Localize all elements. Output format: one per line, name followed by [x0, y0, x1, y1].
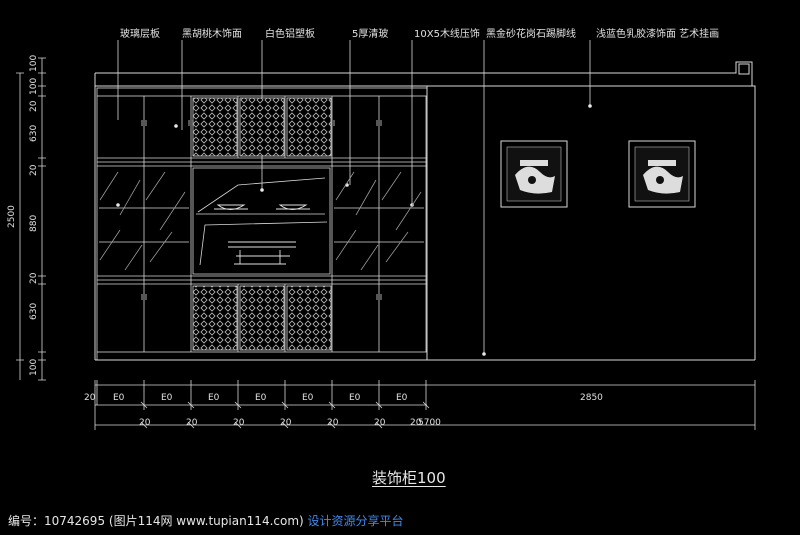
- callout-granite-skirting: 黑金砂花岗石踢脚线: [486, 27, 576, 40]
- dim-b2-1: 20: [186, 418, 198, 428]
- watermark-text: 编号：10742695 (图片114网 www.tupian114.com): [8, 514, 304, 528]
- dim-b1-6: E0: [349, 393, 361, 403]
- callout-glass-shelf: 玻璃层板: [120, 27, 160, 40]
- dim-bottom-100: 100: [29, 359, 39, 376]
- dim-880: 880: [29, 215, 39, 232]
- dim-b1-4: E0: [255, 393, 267, 403]
- dim-b2-0: 20: [139, 418, 151, 428]
- drawing-title: 装饰柜100: [372, 469, 446, 487]
- dim-overall-width: 5700: [418, 418, 441, 428]
- dim-20a: 20: [29, 100, 39, 112]
- callout-walnut-veneer: 黑胡桃木饰面: [182, 27, 242, 40]
- dim-20b: 20: [29, 164, 39, 176]
- dim-b1-1: E0: [113, 393, 125, 403]
- callout-wall-paint-art: 浅蓝色乳胶漆饰面 艺术挂画: [596, 27, 719, 40]
- watermark: 编号：10742695 (图片114网 www.tupian114.com) 设…: [8, 512, 404, 529]
- left-dimension-chain: [16, 57, 46, 381]
- dim-b2-6: 20: [410, 418, 422, 428]
- bottom-dimension-chain: [94, 380, 756, 430]
- dim-b2-2: 20: [233, 418, 245, 428]
- dim-20c: 20: [29, 272, 39, 284]
- dim-100b: 100: [29, 78, 39, 95]
- display-sword-stand: [228, 241, 296, 265]
- dim-b1-7: E0: [396, 393, 408, 403]
- callout-clear-glass: 5厚清玻: [352, 27, 388, 40]
- dim-630b: 630: [29, 303, 39, 320]
- lattice-panels: [192, 97, 332, 351]
- watermark-link[interactable]: 设计资源分享平台: [307, 514, 404, 528]
- display-bowls: [214, 204, 310, 210]
- dim-b1-3: E0: [208, 393, 220, 403]
- dim-b1-0: 20: [84, 393, 96, 403]
- art-painting-left: [500, 140, 568, 208]
- dim-b2-5: 20: [374, 418, 386, 428]
- dim-b1-8: 2850: [580, 393, 603, 403]
- callout-wood-trim: 10X5木线压饰: [414, 27, 480, 40]
- cabinet: [96, 87, 428, 361]
- dim-top-100: 100: [29, 55, 39, 72]
- dim-b1-5: E0: [302, 393, 314, 403]
- dim-overall-height: 2500: [7, 205, 17, 228]
- dim-b2-4: 20: [327, 418, 339, 428]
- callout-aluminum-panel: 白色铝塑板: [265, 27, 315, 40]
- dim-b1-2: E0: [161, 393, 173, 403]
- dim-b2-3: 20: [280, 418, 292, 428]
- art-painting-right: [628, 140, 696, 208]
- dim-630a: 630: [29, 125, 39, 142]
